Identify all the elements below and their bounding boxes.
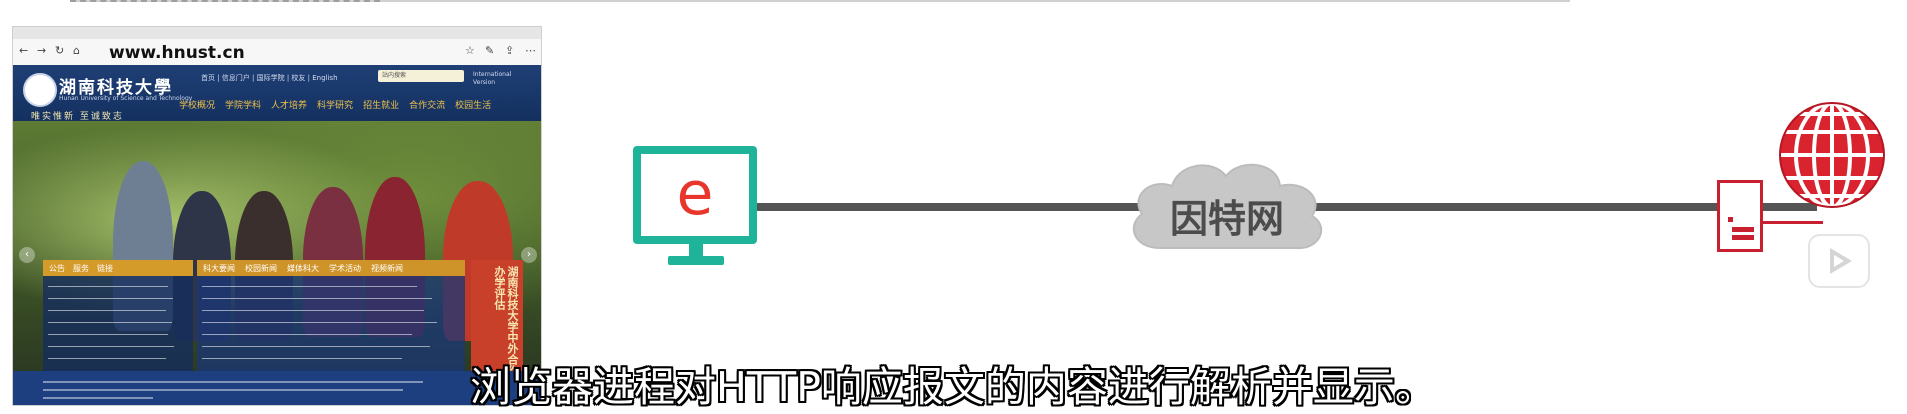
- share-icon[interactable]: ⇪: [505, 44, 515, 57]
- notice-tabs: 公告服务链接: [43, 260, 193, 276]
- main-nav-item-3[interactable]: 科学研究: [317, 100, 354, 111]
- site-search-input[interactable]: 站内搜索: [378, 70, 464, 82]
- home-icon[interactable]: ⌂: [73, 44, 80, 57]
- tab-bar: [13, 27, 541, 39]
- motto: 唯实惟新 至诚致志: [31, 112, 124, 122]
- globe-icon: [1779, 102, 1885, 208]
- news-tabs: 科大要闻校园新闻媒体科大学术活动视频新闻: [197, 260, 465, 276]
- international-version-link[interactable]: International Version: [473, 71, 512, 86]
- server-icon: [1717, 180, 1763, 252]
- news-tab-2[interactable]: 媒体科大: [287, 263, 319, 273]
- university-name[interactable]: 湖南科技大學: [59, 78, 173, 98]
- slider-next-icon[interactable]: ›: [521, 247, 537, 263]
- notes-icon[interactable]: ✎: [485, 44, 495, 57]
- url-text[interactable]: www.hnust.cn: [109, 43, 245, 63]
- main-nav-item-4[interactable]: 招生就业: [363, 100, 400, 111]
- video-subtitle: 浏览器进程对HTTP响应报文的内容进行解析并显示。: [470, 363, 1436, 411]
- notice-panel: 公告服务链接: [43, 260, 193, 382]
- notice-tab-1[interactable]: 服务: [73, 263, 89, 273]
- site-header: 湖南科技大學 Hunan University of Science and T…: [13, 65, 541, 122]
- browser-e-icon: e: [676, 159, 714, 229]
- back-icon[interactable]: ←: [19, 44, 29, 57]
- main-nav: 学校概况学院学科人才培养科学研究招生就业合作交流校园生活: [179, 93, 541, 115]
- monitor-icon: e: [633, 146, 757, 244]
- notice-tab-2[interactable]: 链接: [97, 263, 113, 273]
- cloud-icon: [1132, 163, 1323, 250]
- top-divider: [70, 0, 1570, 2]
- news-tab-0[interactable]: 科大要闻: [203, 263, 235, 273]
- address-bar[interactable]: ← → ↻ ⌂ www.hnust.cn ☆ ✎ ⇪ ⋯: [13, 39, 541, 66]
- main-nav-item-6[interactable]: 校园生活: [455, 100, 492, 111]
- browser-window: ← → ↻ ⌂ www.hnust.cn ☆ ✎ ⇪ ⋯ 湖南科技大學 Huna…: [12, 26, 542, 406]
- more-icon[interactable]: ⋯: [525, 44, 536, 57]
- slider-prev-icon[interactable]: ‹: [19, 247, 35, 263]
- news-tab-1[interactable]: 校园新闻: [245, 263, 277, 273]
- main-nav-item-0[interactable]: 学校概况: [179, 100, 216, 111]
- monitor-screen: e: [641, 154, 749, 236]
- favorite-icon[interactable]: ☆: [465, 44, 475, 57]
- monitor-base: [668, 256, 724, 265]
- cooperation-banner-text: 湖南科技大学中外合作办学评估: [493, 266, 519, 376]
- site-footer: [13, 371, 541, 405]
- main-nav-item-5[interactable]: 合作交流: [409, 100, 446, 111]
- top-links[interactable]: 首页 | 信息门户 | 国际学院 | 校友 | English: [201, 74, 338, 82]
- cooperation-banner[interactable]: 湖南科技大学中外合作办学评估: [471, 260, 523, 382]
- website-content: 湖南科技大學 Hunan University of Science and T…: [13, 65, 541, 405]
- internet-label: 因特网: [1169, 197, 1284, 241]
- university-name-english: Hunan University of Science and Technolo…: [59, 95, 193, 102]
- top-divider-dashed: [70, 0, 380, 4]
- university-logo-icon[interactable]: [23, 73, 57, 107]
- refresh-icon[interactable]: ↻: [55, 44, 65, 57]
- main-nav-item-2[interactable]: 人才培养: [271, 100, 308, 111]
- notice-tab-0[interactable]: 公告: [49, 263, 65, 273]
- news-panel: 科大要闻校园新闻媒体科大学术活动视频新闻: [197, 260, 465, 382]
- play-button[interactable]: [1808, 234, 1870, 288]
- server-connector: [1763, 221, 1823, 224]
- monitor-stand: [689, 244, 703, 256]
- forward-icon[interactable]: →: [37, 44, 47, 57]
- news-tab-4[interactable]: 视频新闻: [371, 263, 403, 273]
- news-tab-3[interactable]: 学术活动: [329, 263, 361, 273]
- main-nav-item-1[interactable]: 学院学科: [225, 100, 262, 111]
